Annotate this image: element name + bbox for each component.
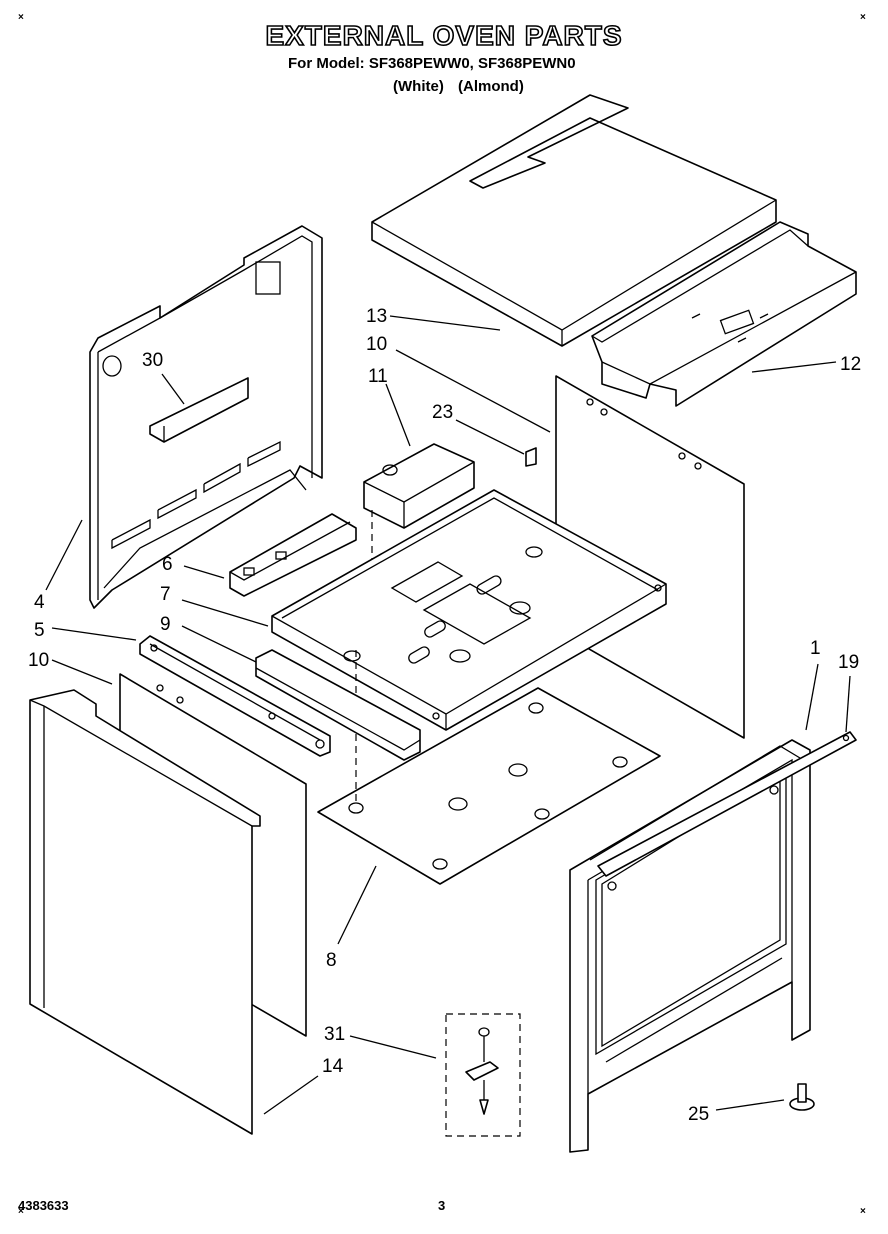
- callout-31: 31: [324, 1024, 345, 1045]
- callout-25: 25: [688, 1104, 709, 1125]
- callout-10-left: 10: [28, 650, 49, 671]
- callout-11: 14: [322, 1056, 344, 1077]
- leader-13: [751, 361, 837, 373]
- part-9-channel: [255, 649, 421, 761]
- part-11-outer-side-panel: [29, 689, 261, 1135]
- callout-12: 11: [368, 366, 388, 387]
- callout-1: 1: [810, 638, 821, 659]
- callout-5: 5: [34, 620, 45, 641]
- corner-mark-top-right: ×: [860, 12, 866, 23]
- color-white-label: (White): [393, 78, 444, 95]
- leader-23: [455, 419, 525, 455]
- diagram-title: EXTERNAL OVEN PARTS: [265, 19, 623, 52]
- part-12-box: [363, 443, 475, 586]
- page-number: 3: [438, 1198, 446, 1213]
- part-7-tray: [271, 489, 667, 731]
- callout-13: 12: [840, 354, 861, 375]
- callout-19: 19: [838, 652, 859, 673]
- callout-14: 13: [366, 306, 387, 327]
- leader-25: [715, 1099, 785, 1111]
- part-23-clip: [525, 447, 537, 467]
- leader-4: [45, 519, 83, 591]
- leader-12: [385, 383, 411, 447]
- part-14-top-panel: [371, 94, 777, 347]
- leader-14: [389, 315, 501, 331]
- callout-23: 23: [432, 402, 453, 423]
- callout-10-top: 10: [366, 334, 387, 355]
- part-30-bracket: [149, 377, 249, 443]
- callout-7: 7: [160, 584, 171, 605]
- corner-mark-bottom-right: ×: [860, 1206, 866, 1217]
- leader-7: [181, 599, 269, 627]
- part-31-hardware-kit: [445, 1013, 521, 1137]
- callout-8: 8: [326, 950, 337, 971]
- part-5-rail: [139, 635, 331, 757]
- leader-5: [51, 627, 137, 641]
- part-19-trim-strip: [597, 731, 857, 877]
- callout-6: 6: [162, 554, 173, 575]
- callout-30: 30: [142, 350, 163, 371]
- leader-6: [183, 565, 225, 579]
- part-6-switch-bracket: [229, 513, 357, 597]
- leader-11: [263, 1075, 319, 1115]
- leader-lines: [45, 315, 851, 1115]
- callout-9: 9: [160, 614, 171, 635]
- model-line: For Model: SF368PEWW0, SF368PEWN0: [288, 55, 576, 72]
- leader-8: [337, 865, 377, 945]
- color-almond-label: (Almond): [458, 78, 524, 95]
- part-1-front-frame: [569, 739, 811, 1153]
- callout-labels: 13 10 11 23 30 12 6 7 9 4 5 10 8 1 19 31…: [28, 306, 861, 1125]
- leader-10-left: [51, 659, 113, 685]
- leader-1: [805, 663, 819, 731]
- document-part-number: 4383633: [18, 1198, 69, 1213]
- leader-31: [349, 1035, 437, 1059]
- leader-30: [161, 373, 185, 405]
- corner-mark-bottom-left: ×: [18, 1206, 24, 1217]
- callout-4: 4: [34, 592, 45, 613]
- part-13-control-bracket: [591, 221, 857, 407]
- leader-19: [845, 675, 851, 733]
- leader-9: [181, 625, 257, 663]
- part-25-leveling-leg: [789, 1083, 815, 1111]
- leader-10-top: [395, 349, 551, 433]
- corner-mark-top-left: ×: [18, 12, 24, 23]
